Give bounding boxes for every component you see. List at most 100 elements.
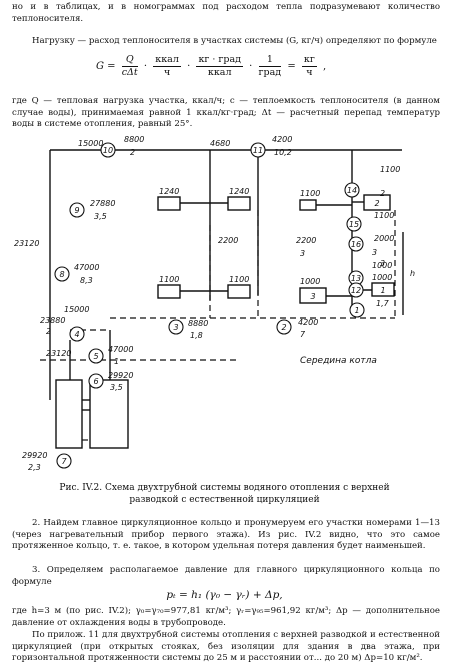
node-14 xyxy=(344,182,360,198)
node-7 xyxy=(56,453,72,469)
frac2-den: ч xyxy=(163,67,171,78)
paragraph-step-3: 3. Определяем располагаемое давление для… xyxy=(12,565,440,587)
label-r1100: 1100 xyxy=(380,165,400,174)
frac4-den: град xyxy=(258,67,282,78)
label-r3: 3 xyxy=(300,249,305,258)
node-7-label: 7 xyxy=(61,457,67,466)
label-2-3: 2,3 xyxy=(28,463,41,472)
node-10-label: 10 xyxy=(103,146,113,155)
node-9-label: 9 xyxy=(74,206,79,215)
node-5 xyxy=(88,348,104,364)
label-r2200: 2200 xyxy=(296,236,316,245)
label-r3c: 3 xyxy=(380,259,385,268)
radiator-3-label: 3 xyxy=(310,292,315,301)
label-29920b: 29920 xyxy=(22,451,47,460)
label-r1100b: 1100 xyxy=(300,189,320,198)
node-16 xyxy=(348,236,364,252)
node-3-label: 3 xyxy=(173,323,178,332)
node-14-label: 14 xyxy=(347,186,357,195)
frac2-num: ккал xyxy=(153,54,181,67)
node-16-label: 16 xyxy=(351,240,361,249)
formula-tail: , xyxy=(323,61,327,72)
node-2 xyxy=(276,319,292,335)
node-15-label: 15 xyxy=(349,220,359,229)
frac3-den: ккал xyxy=(207,67,232,78)
node-12-label: 12 xyxy=(351,286,361,295)
label-1240b: 1240 xyxy=(229,187,249,196)
label-r1000b: 1000 xyxy=(372,273,392,282)
frac4-num: 1 xyxy=(258,54,282,67)
paragraph-symbols-2: где h=3 м (по рис. IV.2); γ₀=γ₇₀=977,81 … xyxy=(12,606,440,628)
label-15000-top: 15000 xyxy=(78,139,103,148)
label-1-8: 1,8 xyxy=(190,331,203,340)
label-4200: 4200 xyxy=(272,135,292,144)
label-r1100c: 1100 xyxy=(374,211,394,220)
label-1100a: 1100 xyxy=(159,275,179,284)
paragraph-load-definition: Нагрузку — расход теплоносителя в участк… xyxy=(32,36,437,46)
frac1-num: Q xyxy=(121,54,138,67)
frac5-num: кг xyxy=(301,54,317,67)
node-8-label: 8 xyxy=(59,270,64,279)
node-3 xyxy=(168,319,184,335)
node-1 xyxy=(349,302,365,318)
label-3-5a: 3,5 xyxy=(94,212,107,221)
label-8-3: 8,3 xyxy=(80,276,93,285)
paragraph-symbols: где Q — тепловая нагрузка участка, ккал/… xyxy=(12,96,440,130)
paragraph-appendix: По прилож. 11 для двухтрубной системы от… xyxy=(12,630,440,664)
label-r2000: 2000 xyxy=(374,234,394,243)
node-12 xyxy=(348,282,364,298)
label-27880: 27880 xyxy=(90,199,115,208)
label-1240a: 1240 xyxy=(159,187,179,196)
label-h: h xyxy=(410,269,415,278)
label-10-2: 10,2 xyxy=(274,148,292,157)
frac3-num: кг · град xyxy=(196,54,243,67)
label-r3b: 3 xyxy=(372,248,377,257)
node-4-label: 4 xyxy=(74,330,79,339)
label-23120: 23120 xyxy=(14,239,39,248)
label-8880: 8880 xyxy=(188,319,208,328)
label-4200b: 4200 xyxy=(298,318,318,327)
label-2200: 2200 xyxy=(218,236,238,245)
label-boiler-middle: Середина котла xyxy=(300,356,377,366)
frac1-den: cΔt xyxy=(121,67,138,78)
label-23880: 23880 xyxy=(40,316,65,325)
node-2-label: 2 xyxy=(281,323,286,332)
node-4 xyxy=(69,326,85,342)
node-11-label: 11 xyxy=(253,146,263,155)
node-11 xyxy=(250,142,266,158)
label-8800: 8800 xyxy=(124,135,144,144)
radiator-2-label: 2 xyxy=(374,199,379,208)
label-2a: 2 xyxy=(130,148,135,157)
label-15000-mid: 15000 xyxy=(64,305,89,314)
paragraph-step-2: 2. Найдем главное циркуляционное кольцо … xyxy=(12,518,440,552)
frac5-den: ч xyxy=(306,67,313,78)
node-10 xyxy=(100,142,116,158)
node-6 xyxy=(88,373,104,389)
label-47000b: 47000 xyxy=(108,345,133,354)
formula-lhs: G = xyxy=(96,61,116,72)
label-7: 7 xyxy=(300,330,306,339)
label-2b: 2 xyxy=(46,327,51,336)
label-1100b: 1100 xyxy=(229,275,249,284)
radiator-1-label: 1 xyxy=(380,286,385,295)
label-3-5b: 3,5 xyxy=(110,383,123,392)
node-8 xyxy=(54,266,70,282)
figure-caption: Рис. IV.2. Схема двухтрубной системы вод… xyxy=(59,483,390,505)
label-r2: 2 xyxy=(380,189,385,198)
node-15 xyxy=(346,216,362,232)
node-9 xyxy=(69,202,85,218)
label-r1000a: 1000 xyxy=(300,277,320,286)
label-4680: 4680 xyxy=(210,139,230,148)
node-5-label: 5 xyxy=(93,352,98,361)
label-47000a: 47000 xyxy=(74,263,99,272)
formula-eq: = xyxy=(287,61,296,72)
node-13-label: 13 xyxy=(351,274,361,283)
label-1: 1 xyxy=(114,357,119,366)
node-1-label: 1 xyxy=(354,306,359,315)
label-23120b: 23120 xyxy=(46,349,71,358)
label-r1-7: 1,7 xyxy=(376,299,390,308)
node-6-label: 6 xyxy=(93,377,98,386)
formula-pressure: pₜ = h₁ (γ₀ − γᵣ) + Δp, xyxy=(166,589,283,601)
paragraph-continued: но и в таблицах, и в номограммах под рас… xyxy=(12,2,440,24)
